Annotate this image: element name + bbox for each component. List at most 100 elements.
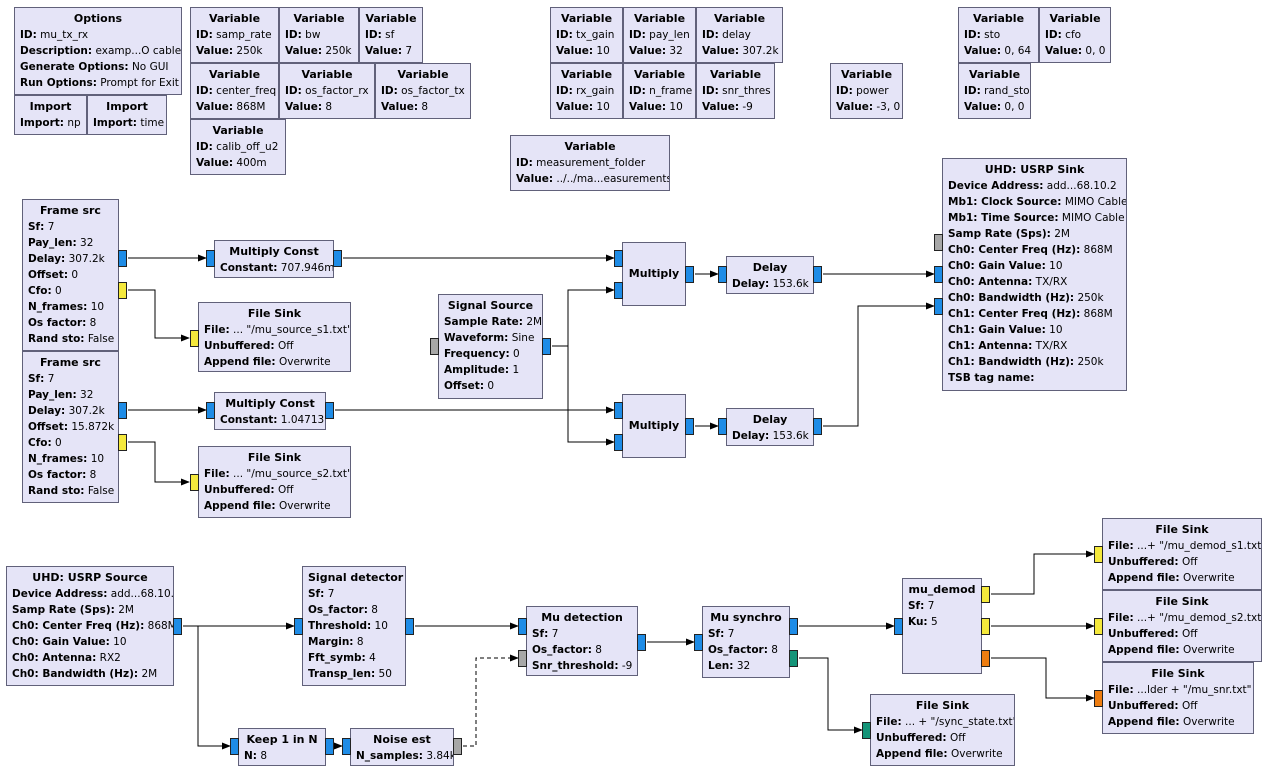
- signal-detector-output-complex-port[interactable]: [405, 618, 414, 635]
- stream-connection[interactable]: [552, 345, 615, 446]
- multiply-1-output-complex-port[interactable]: [685, 266, 694, 283]
- multiply-const-1-output-complex-port[interactable]: [333, 250, 342, 267]
- file-sink-demod-1-input-float-port[interactable]: [1094, 546, 1103, 563]
- frame-src-2-output-complex-port[interactable]: [118, 402, 127, 419]
- mu-demod-output-float-port[interactable]: [981, 618, 990, 635]
- mu-detection-input-complex-port[interactable]: [518, 618, 527, 635]
- frame-src-1-output-float-port[interactable]: [118, 282, 127, 299]
- multiply-2-block[interactable]: Multiply: [622, 394, 686, 458]
- mu-synchro-input-complex-port[interactable]: [694, 634, 703, 651]
- stream-connection[interactable]: [128, 441, 190, 486]
- file-sink-src-1-input-float-port[interactable]: [190, 330, 199, 347]
- mu-synchro-output-byte-port[interactable]: [789, 650, 798, 667]
- usrp-sink-input-complex-port[interactable]: [934, 298, 943, 315]
- multiply-1-input-complex-port[interactable]: [614, 250, 623, 267]
- noise-est-input-complex-port[interactable]: [342, 738, 351, 755]
- delay-1-input-complex-port[interactable]: [718, 266, 727, 283]
- mu-demod-input-complex-port[interactable]: [894, 618, 903, 635]
- keep-1-in-n-output-complex-port[interactable]: [325, 738, 334, 755]
- signal-detector-input-complex-port[interactable]: [294, 618, 303, 635]
- signal-source-output-complex-port[interactable]: [542, 338, 551, 355]
- multiply-2-input-complex-port[interactable]: [614, 402, 623, 419]
- file-sink-demod-2-input-float-port[interactable]: [1094, 618, 1103, 635]
- usrp-sink-input-complex-port[interactable]: [934, 266, 943, 283]
- stream-connection[interactable]: [799, 657, 863, 734]
- frame-src-2-output-float-port[interactable]: [118, 434, 127, 451]
- file-sink-snr-input-short-port[interactable]: [1094, 690, 1103, 707]
- mu-detection-output-complex-port[interactable]: [637, 634, 646, 651]
- file-sink-sync-input-byte-port[interactable]: [862, 722, 871, 739]
- noise-est-output-message-port[interactable]: [453, 738, 462, 755]
- mu-demod-output-float-port[interactable]: [981, 586, 990, 603]
- multiply-1-input-complex-port[interactable]: [614, 282, 623, 299]
- file-sink-src-2-input-float-port[interactable]: [190, 474, 199, 491]
- usrp-source-output-complex-port[interactable]: [173, 618, 182, 635]
- stream-connection[interactable]: [552, 286, 615, 347]
- usrp-sink-input-message-port[interactable]: [934, 234, 943, 251]
- stream-connection[interactable]: [991, 550, 1095, 595]
- delay-2-input-complex-port[interactable]: [718, 418, 727, 435]
- multiply-2-input-complex-port[interactable]: [614, 434, 623, 451]
- delay-2-output-complex-port[interactable]: [813, 418, 822, 435]
- stream-connection[interactable]: [128, 289, 190, 342]
- mu-demod-output-short-port[interactable]: [981, 650, 990, 667]
- keep-1-in-n-input-complex-port[interactable]: [230, 738, 239, 755]
- stream-connection[interactable]: [991, 657, 1095, 702]
- multiply-const-2-input-complex-port[interactable]: [206, 402, 215, 419]
- multiply-const-2-output-complex-port[interactable]: [325, 402, 334, 419]
- signal-source-input-message-port[interactable]: [430, 338, 439, 355]
- multiply-1-block[interactable]: Multiply: [622, 242, 686, 306]
- multiply-2-output-complex-port[interactable]: [685, 418, 694, 435]
- stream-connection[interactable]: [183, 625, 231, 750]
- message-connection[interactable]: [463, 654, 519, 747]
- stream-connection[interactable]: [823, 302, 935, 427]
- multiply-const-1-input-complex-port[interactable]: [206, 250, 215, 267]
- mu-synchro-output-complex-port[interactable]: [789, 618, 798, 635]
- frame-src-1-output-complex-port[interactable]: [118, 250, 127, 267]
- mu-detection-input-message-port[interactable]: [518, 650, 527, 667]
